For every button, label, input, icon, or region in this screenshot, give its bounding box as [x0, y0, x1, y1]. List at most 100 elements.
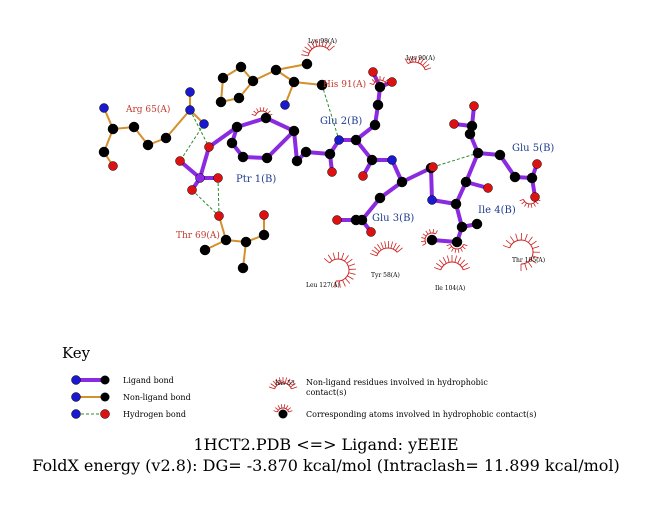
ligand-bond-7: [265, 129, 296, 160]
atom-a65b: [107, 123, 119, 135]
atom-cg5: [466, 120, 478, 132]
key-hydrophobic-residues-line2: contact(s): [306, 388, 346, 397]
arc-leu127-spoke-4: [341, 252, 345, 260]
atom-r5: [237, 151, 249, 163]
atom-po1: [175, 156, 185, 166]
atom-c1: [324, 148, 336, 160]
arc-lys90-spoke-7: [423, 63, 430, 68]
atom-cb4: [456, 221, 468, 233]
key-atom-arc-shape-curve: [276, 407, 290, 413]
arc-lys90-spoke-8: [425, 67, 432, 71]
atom-oe32: [366, 227, 376, 237]
atom-arc-glu5-spoke-7: [519, 199, 524, 202]
atom-a65d: [142, 139, 154, 151]
atom-po2: [187, 185, 197, 195]
arc-leu127-curve: [329, 258, 350, 282]
ligand-bond-3: [198, 145, 211, 180]
atom-a65a: [99, 103, 109, 113]
ligand-bond-31: [429, 166, 434, 202]
arc-leu127-spoke-1: [327, 254, 333, 261]
arc-lys98-spoke-3: [307, 43, 313, 50]
arc-leu127-spoke-0: [323, 258, 330, 264]
arc-lys90-spoke-5: [420, 58, 425, 65]
atom-o2: [358, 171, 368, 181]
ligand-label-glu2: Glu 2(B): [320, 116, 362, 127]
atom-r1: [231, 121, 243, 133]
atom-arc-ile-cg-spoke-1: [462, 246, 466, 250]
atom-t5: [258, 229, 270, 241]
key-atom-arc-shape-spoke-6: [287, 407, 291, 411]
key-atom-arc-shape: [273, 404, 293, 413]
atom-arc-glu2-spoke-5: [384, 79, 389, 83]
atom-t6: [259, 210, 269, 220]
atom-arc-ile-cd-spoke-2: [421, 237, 426, 239]
arc-thr105-spoke-1: [505, 240, 512, 245]
atom-h7: [288, 76, 300, 88]
atom-c5b: [526, 172, 538, 184]
atom-arc-glu5-spoke-1: [535, 201, 539, 205]
atom-arc-ring-spoke-6: [267, 110, 271, 114]
arc-tyr58: [370, 240, 403, 257]
atom-arc-ile-cd-spoke-0: [422, 243, 427, 246]
atom-arc-ile-cd-spoke-3: [422, 233, 427, 237]
residue-label-arg65: Arg 65(A): [125, 104, 170, 115]
ligand-label-glu5: Glu 5(B): [512, 143, 554, 154]
arc-leu127: [323, 251, 356, 288]
arc-thr105-spoke-10: [532, 255, 540, 259]
arc-leu127-spoke-12: [342, 279, 346, 287]
atom-r2: [260, 112, 272, 124]
key-ligand-bond-label: Ligand bond: [123, 376, 174, 385]
atom-c2: [366, 154, 378, 166]
atom-arc-ile-cg-spoke-2: [460, 247, 463, 252]
atom-r4: [261, 152, 273, 164]
atom-n5: [472, 147, 484, 159]
key-arc-shape-spoke-2: [272, 380, 278, 386]
bonds: [103, 63, 539, 269]
arc-ile104-spoke-6: [454, 255, 457, 263]
key-nonligand-bond-n: [71, 392, 81, 402]
arc-lys98-spoke-0: [301, 54, 309, 57]
arc-ile104-spoke-4: [447, 255, 450, 263]
key-arc-shape-spoke-6: [284, 377, 288, 384]
key-hydrophobic-atom-arc-icon: [273, 404, 293, 413]
atom-a65j: [108, 161, 118, 171]
atom-oe22: [387, 77, 397, 87]
ligand-label-ptr1: Ptr 1(B): [236, 174, 276, 185]
atom-cb1: [291, 155, 303, 167]
atom-arc-ile-cd-spoke-4: [425, 230, 429, 235]
atom-ca5: [494, 149, 506, 161]
hydrogen-bond-4: [321, 84, 340, 141]
hydrogen-bond-2: [191, 189, 220, 217]
atom-arc-ring-spoke-1: [253, 110, 257, 114]
key-hbond-label: Hydrogen bond: [123, 410, 186, 419]
hydrogen-bond-1: [189, 109, 210, 148]
arc-lys98-spoke-9: [326, 42, 332, 49]
atom-arc-ile-cd-spoke-6: [432, 229, 435, 234]
atom-arc-ile-cg-spoke-4: [454, 248, 457, 253]
nonligand-bond-18: [275, 63, 308, 71]
atom-t3: [199, 244, 211, 256]
arc-ile104-spoke-10: [463, 267, 470, 271]
key-title: Key: [62, 344, 91, 362]
atom-arc-glu5-spoke-4: [527, 203, 530, 208]
atom-arc-glu5-spoke-5: [524, 202, 527, 207]
arc-thr105-curve: [509, 239, 534, 265]
arc-ile104-spoke-3: [442, 257, 447, 264]
atom-arc-glu2-spoke-2: [375, 76, 378, 81]
arc-ile104-curve: [440, 261, 464, 271]
arc-tyr58-spoke-8: [392, 242, 397, 250]
arc-lys98-spoke-10: [328, 45, 335, 51]
atom-arc-ile-cg-spoke-5: [451, 247, 454, 252]
arc-thr105-spoke-0: [503, 245, 510, 249]
key-hydrophobic-residues-line1: Non-ligand residues involved in hydropho…: [306, 378, 488, 387]
atom-oe51: [449, 119, 459, 129]
atom-arc-ring-spoke-2: [256, 108, 259, 113]
caption-line1: 1HCT2.PDB <=> Ligand: yEEIE: [194, 435, 459, 454]
arc-leu127-spoke-11: [344, 277, 351, 284]
atom-t1: [214, 211, 224, 221]
residue-label-lys90: Lys 90(A): [406, 55, 435, 62]
atom-arc-ile-cg-spoke-7: [446, 244, 451, 247]
arc-thr105-spoke-8: [532, 246, 540, 249]
atom-r6: [226, 137, 238, 149]
atom-arc-ile-cd: [421, 229, 438, 246]
